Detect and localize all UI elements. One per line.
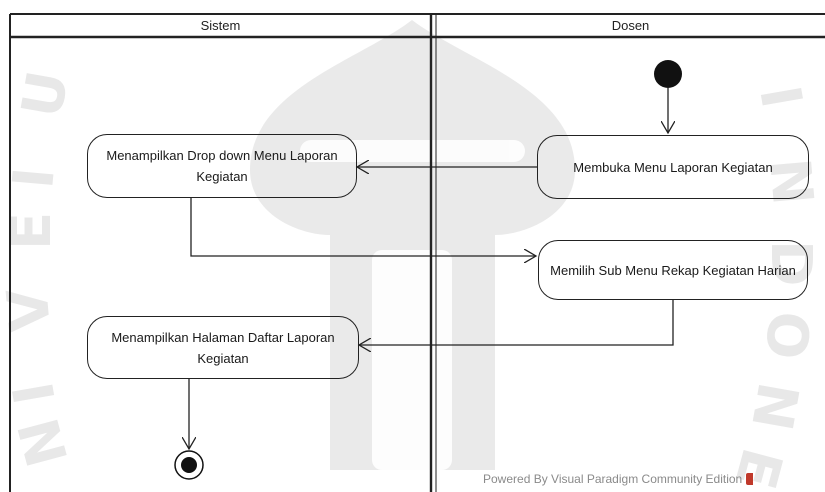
- action-label: Menampilkan Halaman Daftar Laporan Kegia…: [111, 329, 335, 366]
- powered-by-footer: Powered By Visual Paradigm Community Edi…: [483, 471, 754, 487]
- svg-text:O: O: [752, 309, 821, 362]
- final-node: [174, 450, 204, 480]
- swimlane-frame: [9, 13, 825, 492]
- svg-text:U: U: [10, 66, 82, 122]
- action-node-tampil-dropdown: Menampilkan Drop down Menu Laporan Kegia…: [87, 134, 357, 198]
- lane-header-sistem: Sistem: [200, 18, 241, 33]
- flow-pilih-sub-menu-to-halaman: [359, 300, 674, 345]
- action-label: Menampilkan Drop down Menu Laporan Kegia…: [106, 148, 338, 184]
- footer-text: Powered By Visual Paradigm Community Edi…: [483, 472, 743, 486]
- flow-dropdown-to-pilih-sub-menu: [190, 198, 536, 256]
- action-label: Membuka Menu Laporan Kegiatan: [573, 159, 773, 175]
- action-node-buka-menu: Membuka Menu Laporan Kegiatan: [537, 135, 809, 199]
- svg-text:N: N: [738, 378, 810, 435]
- vp-logo-icon: [746, 473, 754, 485]
- lane-header-dosen: Dosen: [611, 18, 650, 33]
- initial-node: [654, 60, 682, 88]
- action-node-pilih-sub-menu: Memilih Sub Menu Rekap Kegiatan Harian: [538, 240, 808, 300]
- action-node-tampil-halaman: Menampilkan Halaman Daftar Laporan Kegia…: [87, 316, 359, 379]
- action-label: Memilih Sub Menu Rekap Kegiatan Harian: [550, 262, 796, 278]
